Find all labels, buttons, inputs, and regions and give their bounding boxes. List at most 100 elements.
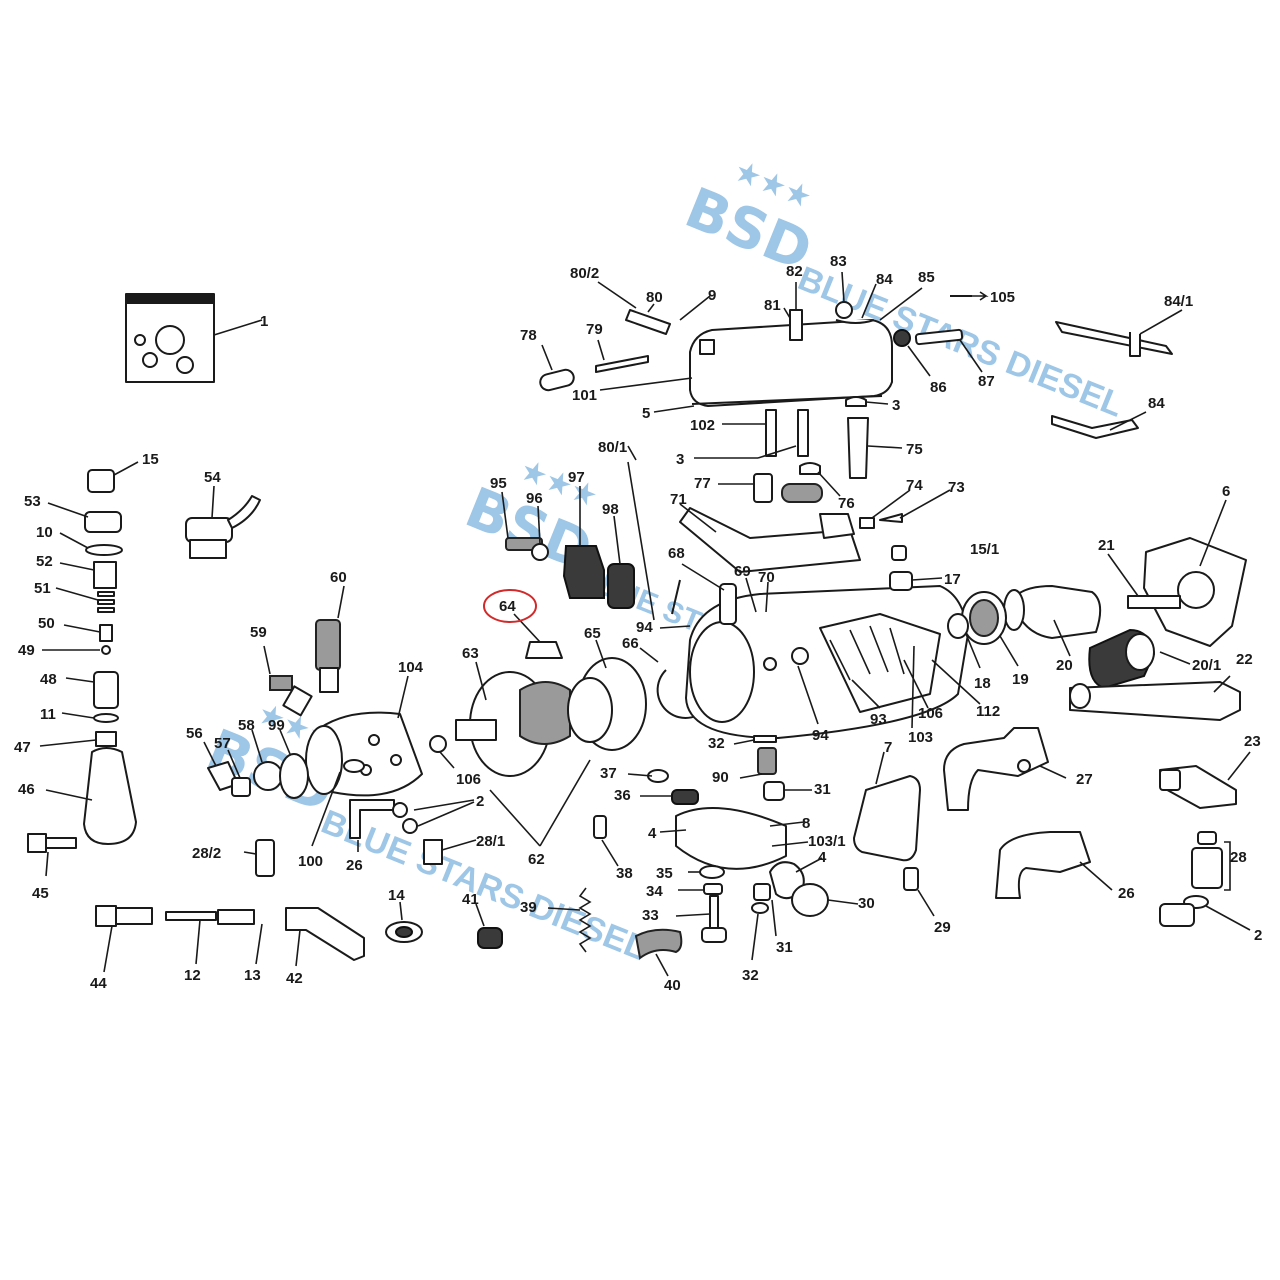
part-104-housing xyxy=(305,675,423,797)
parts-14-41-seals xyxy=(385,901,503,949)
callout-78: 78 xyxy=(520,327,537,344)
callout-97: 97 xyxy=(568,469,585,486)
callout-101: 101 xyxy=(572,387,597,404)
callout-65: 65 xyxy=(584,625,601,642)
callout-21: 21 xyxy=(1098,537,1115,554)
callout-81: 81 xyxy=(764,297,781,314)
callout-2a: 2 xyxy=(476,793,484,810)
callout-48: 48 xyxy=(40,671,57,688)
callout-31a: 31 xyxy=(814,781,831,798)
callout-83: 83 xyxy=(830,253,847,270)
part-1-gasket-kit xyxy=(125,293,263,383)
callout-33: 33 xyxy=(642,907,659,924)
solenoid-parts xyxy=(501,486,635,609)
callout-73: 73 xyxy=(948,479,965,496)
callout-80: 80 xyxy=(646,289,663,306)
right-side-parts xyxy=(947,309,1251,809)
part-54-elbow xyxy=(185,485,261,559)
callout-20-1: 20/1 xyxy=(1192,657,1221,674)
callout-47: 47 xyxy=(14,739,31,756)
callout-80-2: 80/2 xyxy=(570,265,599,282)
callout-57: 57 xyxy=(214,735,231,752)
callout-41: 41 xyxy=(462,891,479,908)
callout-79: 79 xyxy=(586,321,603,338)
callout-106b: 106 xyxy=(918,705,943,722)
lower-left-parts xyxy=(27,833,365,973)
callout-27: 27 xyxy=(1076,771,1093,788)
callout-37: 37 xyxy=(600,765,617,782)
callout-34: 34 xyxy=(646,883,663,900)
callout-4b: 4 xyxy=(818,849,827,866)
callout-84b: 84 xyxy=(1148,395,1165,412)
callout-68: 68 xyxy=(668,545,685,562)
callout-58: 58 xyxy=(238,717,255,734)
callout-99: 99 xyxy=(268,717,285,734)
callout-106a: 106 xyxy=(456,771,481,788)
callout-104: 104 xyxy=(398,659,424,676)
callout-54: 54 xyxy=(204,469,221,486)
callout-100: 100 xyxy=(298,853,323,870)
callout-35: 35 xyxy=(656,865,673,882)
callout-30: 30 xyxy=(858,895,875,912)
callout-93: 93 xyxy=(870,711,887,728)
callout-28: 28 xyxy=(1230,849,1247,866)
callout-62: 62 xyxy=(528,851,545,868)
callout-102: 102 xyxy=(690,417,715,434)
callout-15: 15 xyxy=(142,451,159,468)
callout-32b: 32 xyxy=(742,967,759,984)
callout-98: 98 xyxy=(602,501,619,518)
callout-96: 96 xyxy=(526,490,543,507)
highlight-circle-64 xyxy=(483,589,537,623)
callout-95: 95 xyxy=(490,475,507,492)
callout-77: 77 xyxy=(694,475,711,492)
callout-84-1: 84/1 xyxy=(1164,293,1193,310)
callout-18: 18 xyxy=(974,675,991,692)
callout-59: 59 xyxy=(250,624,267,641)
callout-22: 22 xyxy=(1236,651,1253,668)
callout-50: 50 xyxy=(38,615,55,632)
callout-56: 56 xyxy=(186,725,203,742)
callout-60: 60 xyxy=(330,569,347,586)
callout-70: 70 xyxy=(758,569,775,586)
callout-85: 85 xyxy=(918,269,935,286)
callout-44: 44 xyxy=(90,975,107,992)
callout-71: 71 xyxy=(670,491,687,508)
callout-51: 51 xyxy=(34,580,51,597)
callout-94b: 94 xyxy=(812,727,829,744)
callout-66: 66 xyxy=(622,635,639,652)
callout-17: 17 xyxy=(944,571,961,588)
top-cover-assembly xyxy=(539,271,989,621)
callout-23: 23 xyxy=(1244,733,1261,750)
callout-82: 82 xyxy=(786,263,803,280)
callout-52: 52 xyxy=(36,553,53,570)
callout-38: 38 xyxy=(616,865,633,882)
callout-5: 5 xyxy=(642,405,650,422)
callout-9: 9 xyxy=(708,287,716,304)
callout-31b: 31 xyxy=(776,939,793,956)
callout-105: 105 xyxy=(990,289,1015,306)
callout-labels: 1 15 53 10 52 51 50 49 48 11 47 46 45 44… xyxy=(14,253,1262,994)
callout-36: 36 xyxy=(614,787,631,804)
hydraulic-head-parts xyxy=(547,735,859,977)
callout-10: 10 xyxy=(36,524,53,541)
callout-74: 74 xyxy=(906,477,923,494)
callout-40: 40 xyxy=(664,977,681,994)
callout-90: 90 xyxy=(712,769,729,786)
left-valve-stack xyxy=(39,461,139,845)
callout-14: 14 xyxy=(388,887,405,904)
callout-94a: 94 xyxy=(636,619,653,636)
callout-12: 12 xyxy=(184,967,201,984)
callout-53: 53 xyxy=(24,493,41,510)
callout-32a: 32 xyxy=(708,735,725,752)
callout-13: 13 xyxy=(244,967,261,984)
callout-103-1: 103/1 xyxy=(808,833,846,850)
main-pump-body xyxy=(659,545,981,739)
callout-15-1: 15/1 xyxy=(970,541,999,558)
callout-80-1: 80/1 xyxy=(598,439,627,456)
parts-59-60-sensors xyxy=(263,585,345,717)
callout-28-1: 28/1 xyxy=(476,833,505,850)
callout-63: 63 xyxy=(462,645,479,662)
callout-112: 112 xyxy=(976,703,1000,720)
callout-20: 20 xyxy=(1056,657,1073,674)
